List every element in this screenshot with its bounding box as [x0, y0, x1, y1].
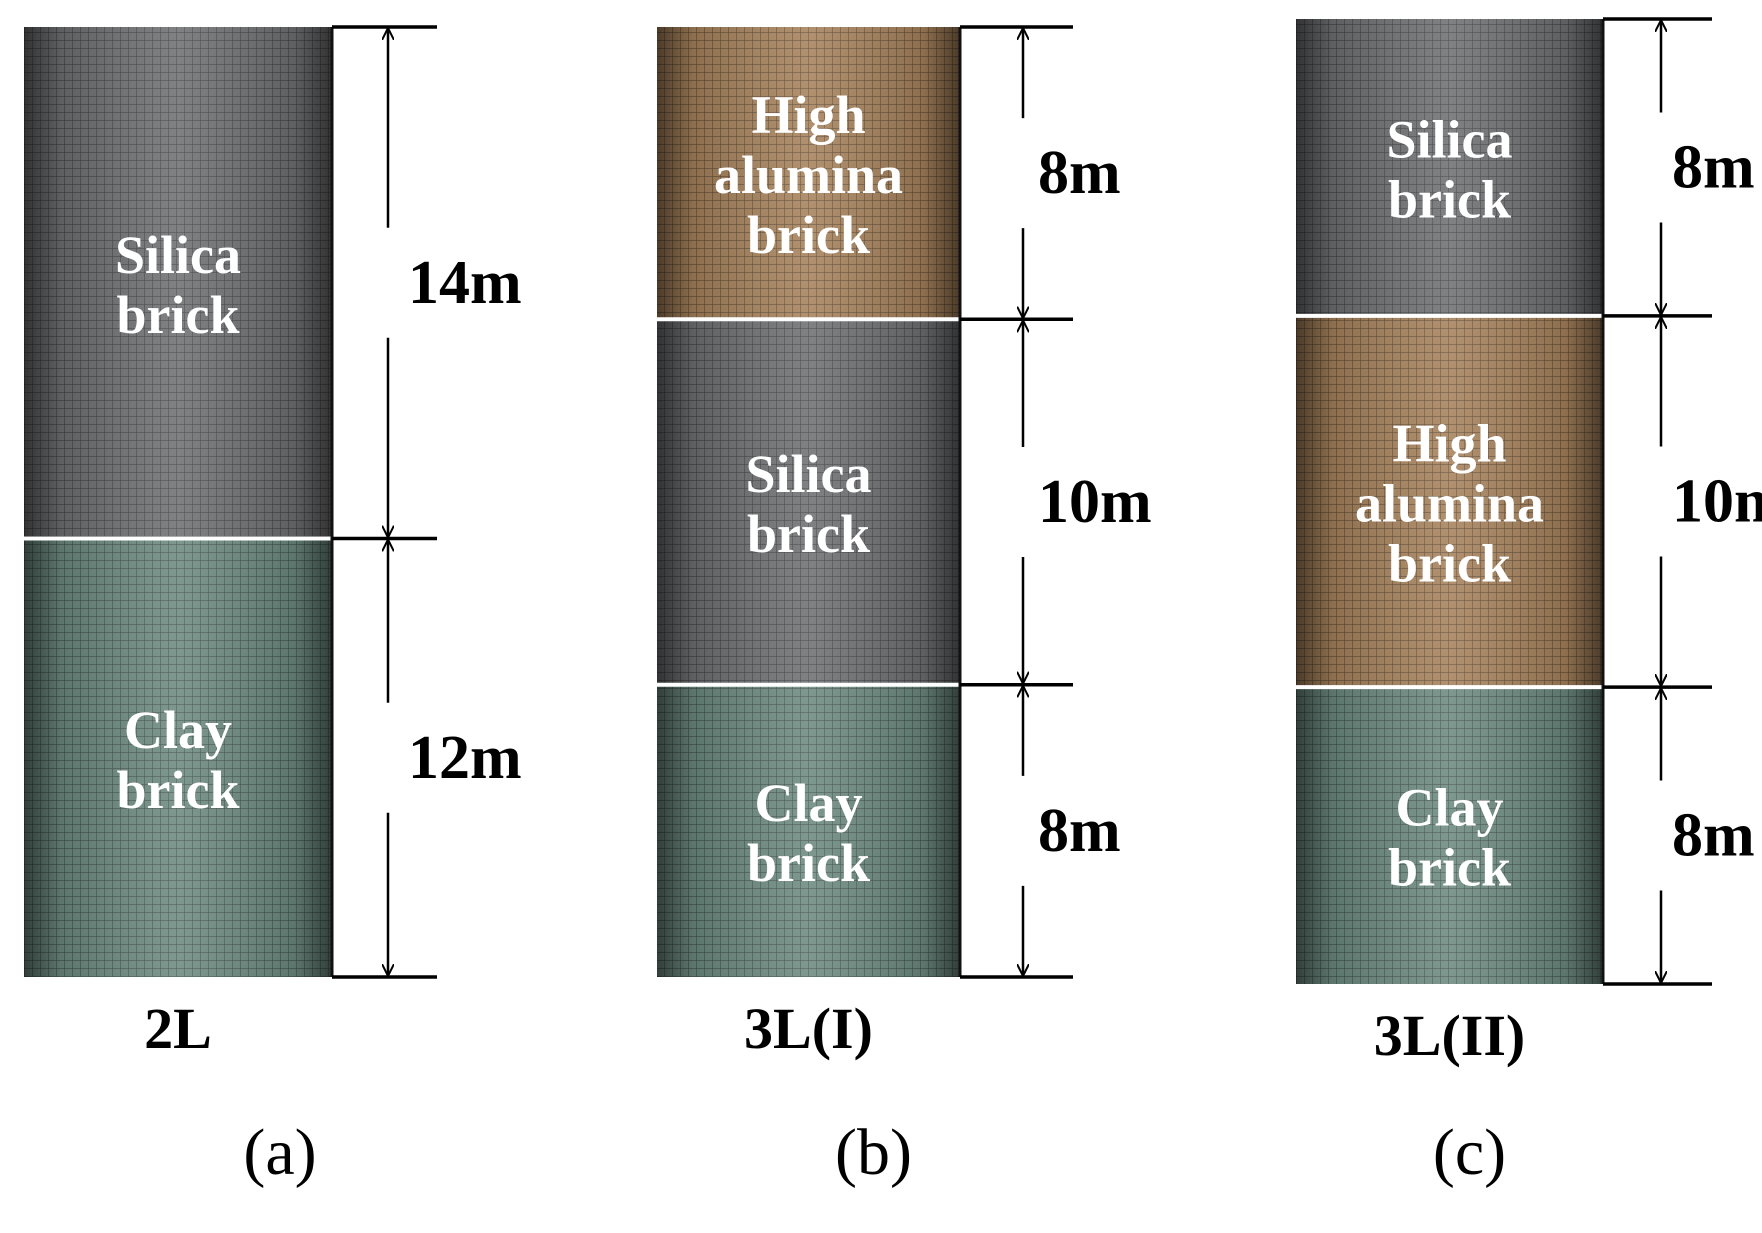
panel-b: HighaluminabrickSilicabrickClaybrick8m10… [657, 25, 1152, 1189]
segment-label-line: brick [1388, 169, 1511, 229]
dimension-12m: 12m [388, 541, 522, 975]
segment-label-line: brick [1388, 838, 1511, 898]
dimension-label: 10m [1672, 468, 1762, 536]
segment-label-line: Clay [1396, 778, 1504, 838]
segment-label-line: High [1392, 414, 1506, 474]
dimension-label: 10m [1038, 468, 1152, 536]
segment-label-line: brick [116, 285, 239, 345]
dimension-8m: 8m [1023, 29, 1121, 317]
panel-label: (b) [835, 1116, 912, 1189]
segment-label-line: brick [1388, 534, 1511, 594]
segment-label-line: alumina [1355, 474, 1544, 534]
segment-label-line: brick [747, 504, 870, 564]
panel-label: (c) [1433, 1116, 1506, 1189]
column-label: 2L [144, 996, 212, 1061]
dimension-8m: 8m [1661, 689, 1755, 982]
segment-label-line: Clay [755, 773, 863, 833]
segment-label-line: Silica [1386, 109, 1512, 169]
dimension-label: 8m [1672, 133, 1755, 201]
segment-label-line: Silica [115, 225, 241, 285]
segment-label-line: Clay [124, 700, 232, 760]
dimension-label: 8m [1672, 802, 1755, 870]
panel-label: (a) [243, 1116, 316, 1189]
column-label: 3L(I) [744, 996, 873, 1061]
segment-label-line: Silica [745, 444, 871, 504]
dimension-label: 8m [1038, 139, 1121, 207]
dimension-8m: 8m [1023, 687, 1121, 975]
segment-label-line: brick [747, 833, 870, 893]
segment-label-line: brick [747, 205, 870, 265]
segment-label-line: alumina [714, 145, 903, 205]
segment-label-line: brick [116, 760, 239, 820]
dimension-10m: 10m [1023, 321, 1152, 682]
dimension-label: 8m [1038, 797, 1121, 865]
dimension-label: 12m [408, 724, 522, 792]
dimension-14m: 14m [388, 29, 522, 537]
panel-c: SilicabrickHighaluminabrickClaybrick8m10… [1296, 17, 1762, 1189]
segment-label-line: High [751, 85, 865, 145]
dimension-10m: 10m [1661, 318, 1762, 685]
dimension-label: 14m [408, 249, 522, 317]
dimension-8m: 8m [1661, 21, 1755, 314]
column-label: 3L(II) [1374, 1003, 1525, 1068]
